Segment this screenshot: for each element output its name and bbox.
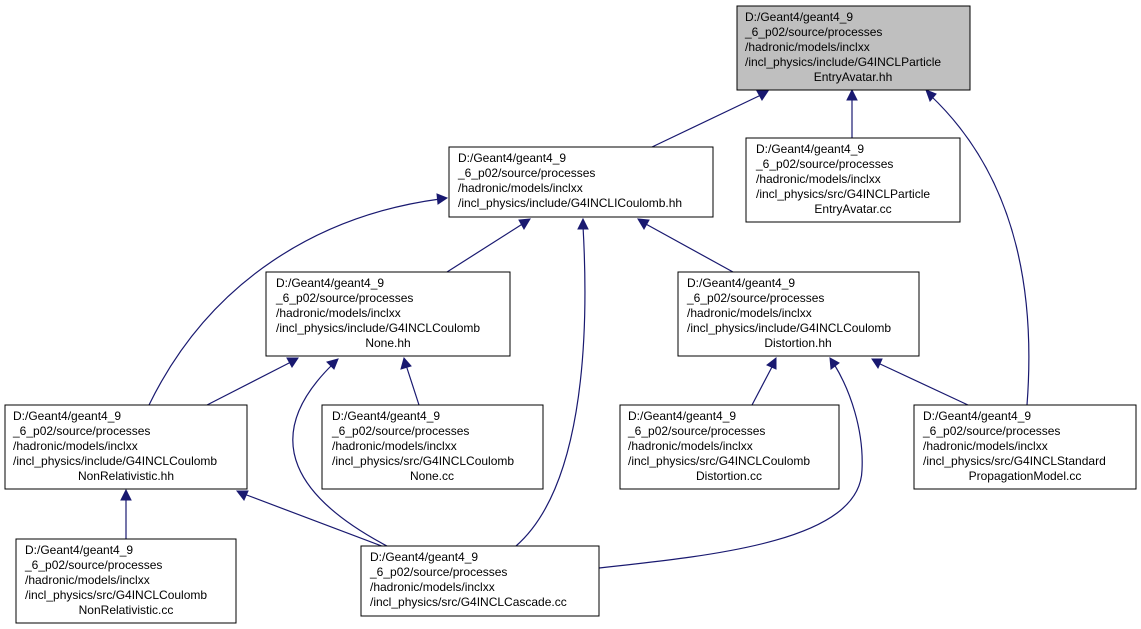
edge-coulomb-distortion-to-coulomb-interface bbox=[637, 218, 734, 273]
node-line: /incl_physics/include/G4INCLCoulomb bbox=[687, 321, 891, 335]
node-g4inclicoulomb-hh[interactable]: D:/Geant4/geant4_9 _6_p02/source/process… bbox=[448, 146, 714, 218]
node-line: None.hh bbox=[365, 336, 410, 350]
node-line: _6_p02/source/processes bbox=[12, 424, 150, 438]
edge-nonrelativistic-to-coulomb-none bbox=[206, 357, 299, 406]
node-g4inclparticleentryavatar-cc[interactable]: D:/Geant4/geant4_9 _6_p02/source/process… bbox=[745, 137, 961, 223]
node-line: /hadronic/models/inclxx bbox=[370, 580, 495, 594]
node-line: D:/Geant4/geant4_9 bbox=[13, 409, 121, 423]
node-line: Distortion.cc bbox=[696, 469, 762, 483]
edge-coulomb-distortion-cc-to-header bbox=[751, 356, 777, 406]
node-line: D:/Geant4/geant4_9 bbox=[923, 409, 1031, 423]
node-line: /hadronic/models/inclxx bbox=[628, 439, 753, 453]
node-line: /hadronic/models/inclxx bbox=[13, 439, 138, 453]
edge-particle-entry-avatar-cc-to-header bbox=[846, 88, 858, 138]
node-g4inclstandardpropagationmodel-cc[interactable]: D:/Geant4/geant4_9 _6_p02/source/process… bbox=[913, 404, 1137, 490]
node-line: D:/Geant4/geant4_9 bbox=[370, 550, 478, 564]
edge-nonrelativistic-to-coulomb-interface bbox=[148, 193, 449, 406]
node-g4inclcascade-cc[interactable]: D:/Geant4/geant4_9 _6_p02/source/process… bbox=[360, 545, 600, 617]
node-line: /incl_physics/src/G4INCLParticle bbox=[756, 187, 930, 201]
edge-coulomb-none-to-coulomb-interface bbox=[446, 218, 531, 273]
node-line: _6_p02/source/processes bbox=[275, 291, 413, 305]
node-line: /incl_physics/src/G4INCLCoulomb bbox=[332, 454, 514, 468]
node-line: EntryAvatar.cc bbox=[814, 202, 891, 216]
node-line: _6_p02/source/processes bbox=[369, 565, 507, 579]
node-box bbox=[448, 146, 714, 218]
node-box bbox=[4, 404, 248, 490]
edge-cascade-to-coulomb-distortion bbox=[598, 357, 863, 569]
node-line: D:/Geant4/geant4_9 bbox=[25, 543, 133, 557]
node-line: NonRelativistic.cc bbox=[79, 603, 174, 617]
node-line: /incl_physics/include/G4INCLParticle bbox=[745, 55, 941, 69]
node-line: /hadronic/models/inclxx bbox=[276, 306, 401, 320]
node-line: _6_p02/source/processes bbox=[744, 25, 882, 39]
node-box bbox=[265, 271, 511, 357]
node-box bbox=[15, 538, 237, 624]
edge-standard-propagation-to-coulomb-distortion bbox=[871, 358, 969, 406]
node-box bbox=[360, 545, 600, 617]
node-g4inclparticleentryavatar-hh[interactable]: D:/Geant4/geant4_9 _6_p02/source/process… bbox=[736, 5, 971, 91]
node-line: _6_p02/source/processes bbox=[457, 166, 595, 180]
node-line: D:/Geant4/geant4_9 bbox=[756, 142, 864, 156]
node-line: D:/Geant4/geant4_9 bbox=[628, 409, 736, 423]
node-line: _6_p02/source/processes bbox=[922, 424, 1060, 438]
node-box bbox=[321, 404, 544, 490]
edge-coulomb-none-cc-to-header bbox=[400, 356, 420, 406]
node-line: /incl_physics/src/G4INCLCoulomb bbox=[628, 454, 810, 468]
node-line: Distortion.hh bbox=[764, 336, 831, 350]
node-line: D:/Geant4/geant4_9 bbox=[458, 151, 566, 165]
node-line: /hadronic/models/inclxx bbox=[687, 306, 812, 320]
edge-cascade-to-coulomb-none bbox=[292, 358, 388, 547]
node-g4inclcoulombdistortion-hh[interactable]: D:/Geant4/geant4_9 _6_p02/source/process… bbox=[677, 271, 920, 357]
node-line: NonRelativistic.hh bbox=[78, 469, 174, 483]
edge-cascade-to-coulomb-nonrelativistic bbox=[235, 490, 388, 549]
edges bbox=[120, 88, 1030, 569]
node-line: /incl_physics/include/G4INCLICoulomb.hh bbox=[458, 196, 682, 210]
node-g4inclcoulombnonrelativistic-cc[interactable]: D:/Geant4/geant4_9 _6_p02/source/process… bbox=[15, 538, 237, 624]
node-line: /incl_physics/src/G4INCLCoulomb bbox=[25, 588, 207, 602]
node-box bbox=[913, 404, 1137, 490]
node-box bbox=[677, 271, 920, 357]
node-box bbox=[619, 404, 840, 490]
node-line: /hadronic/models/inclxx bbox=[923, 439, 1048, 453]
node-line: _6_p02/source/processes bbox=[755, 157, 893, 171]
node-box bbox=[745, 137, 961, 223]
node-line: _6_p02/source/processes bbox=[627, 424, 765, 438]
node-g4inclcoulombnone-hh[interactable]: D:/Geant4/geant4_9 _6_p02/source/process… bbox=[265, 271, 511, 357]
node-line: /incl_physics/include/G4INCLCoulomb bbox=[13, 454, 217, 468]
node-line: /incl_physics/include/G4INCLCoulomb bbox=[276, 321, 480, 335]
node-line: /hadronic/models/inclxx bbox=[756, 172, 881, 186]
edge-nonrelativistic-cc-to-header bbox=[120, 488, 132, 539]
edge-coulomb-interface-to-particle-entry-avatar bbox=[651, 90, 769, 148]
node-line: /hadronic/models/inclxx bbox=[458, 181, 583, 195]
node-line: PropagationModel.cc bbox=[969, 469, 1082, 483]
node-g4inclcoulombdistortion-cc[interactable]: D:/Geant4/geant4_9 _6_p02/source/process… bbox=[619, 404, 840, 490]
node-line: /hadronic/models/inclxx bbox=[745, 40, 870, 54]
node-line: None.cc bbox=[410, 469, 454, 483]
node-line: EntryAvatar.hh bbox=[814, 70, 893, 84]
node-box bbox=[736, 5, 971, 91]
node-line: D:/Geant4/geant4_9 bbox=[745, 10, 853, 24]
nodes: D:/Geant4/geant4_9 _6_p02/source/process… bbox=[4, 5, 1137, 624]
node-line: D:/Geant4/geant4_9 bbox=[687, 276, 795, 290]
node-g4inclcoulombnonrelativistic-hh[interactable]: D:/Geant4/geant4_9 _6_p02/source/process… bbox=[4, 404, 248, 490]
node-line: _6_p02/source/processes bbox=[331, 424, 469, 438]
node-line: D:/Geant4/geant4_9 bbox=[332, 409, 440, 423]
node-line: /hadronic/models/inclxx bbox=[332, 439, 457, 453]
node-line: _6_p02/source/processes bbox=[686, 291, 824, 305]
node-g4inclcoulombnone-cc[interactable]: D:/Geant4/geant4_9 _6_p02/source/process… bbox=[321, 404, 544, 490]
edge-standard-propagation-to-particle-entry-avatar bbox=[925, 89, 1030, 406]
node-line: /incl_physics/src/G4INCLStandard bbox=[923, 454, 1106, 468]
node-line: /hadronic/models/inclxx bbox=[25, 573, 150, 587]
node-line: _6_p02/source/processes bbox=[24, 558, 162, 572]
edge-cascade-to-coulomb-interface bbox=[515, 217, 589, 547]
node-line: D:/Geant4/geant4_9 bbox=[276, 276, 384, 290]
node-line: /incl_physics/src/G4INCLCascade.cc bbox=[370, 595, 567, 609]
